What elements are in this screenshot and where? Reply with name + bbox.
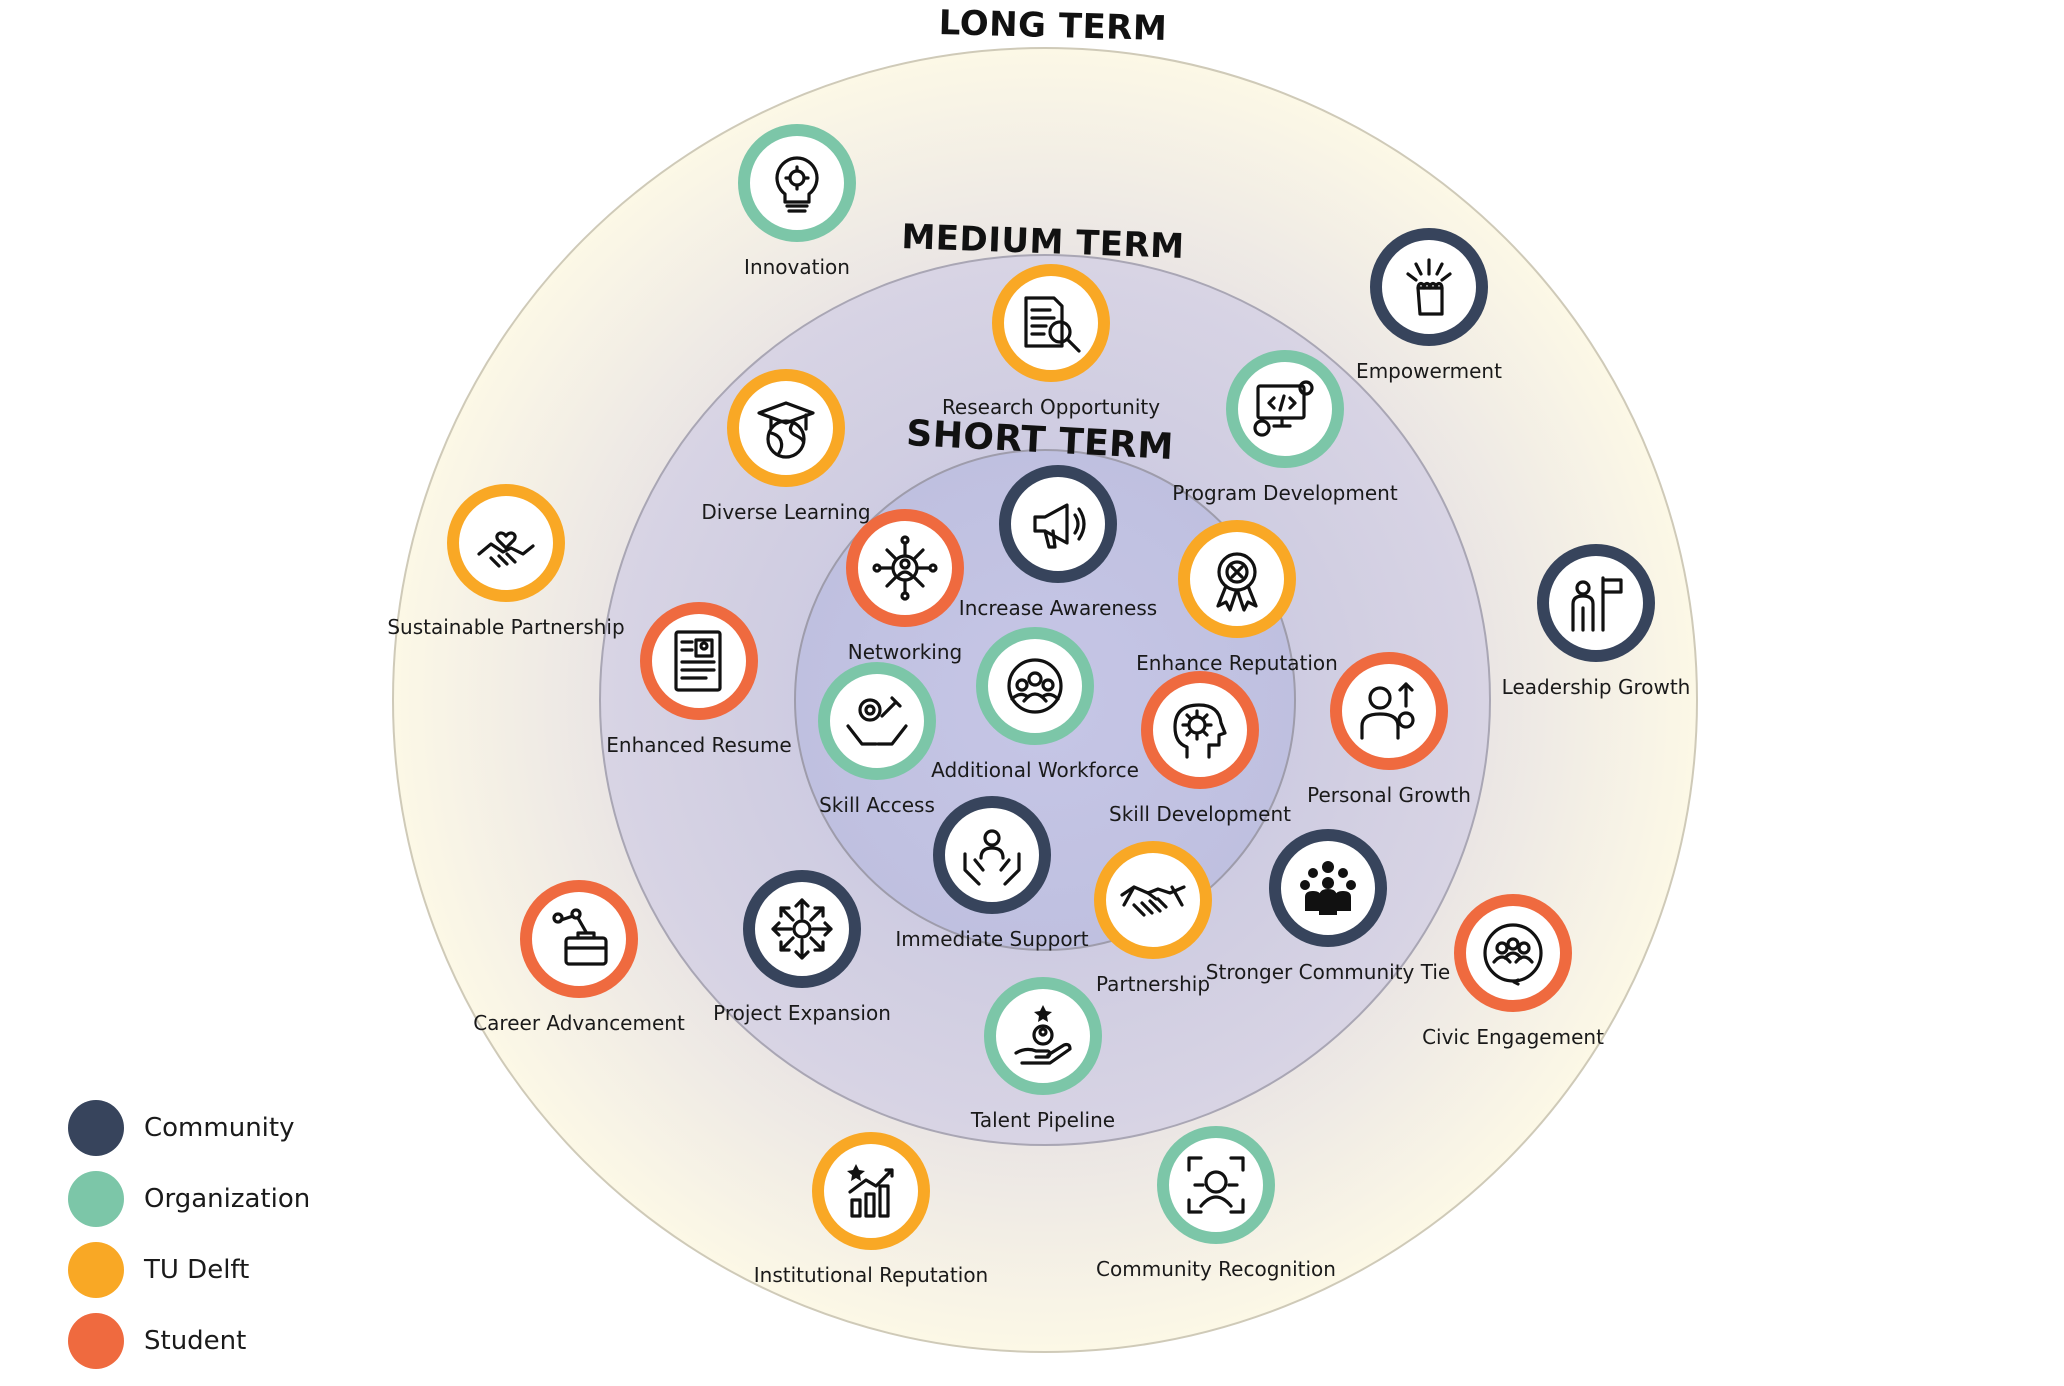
lightbulb-gear-icon (775, 156, 819, 213)
person-gear-icon (1360, 682, 1415, 740)
node-label: Increase Awareness (958, 596, 1158, 620)
node-label: Community Recognition (1096, 1257, 1336, 1281)
legend-label: Organization (144, 1184, 311, 1214)
legend-swatch-community (68, 1100, 124, 1156)
team-gear-icon (1007, 658, 1063, 714)
award-ribbon-icon (1216, 552, 1258, 612)
node-label: Institutional Reputation (753, 1263, 989, 1287)
raised-fist-icon (1406, 258, 1452, 316)
badge-student (1330, 652, 1448, 770)
node-label: Talent Pipeline (970, 1108, 1116, 1132)
badge-organization (1157, 1126, 1275, 1244)
long-term-title: LONG TERM (938, 3, 1168, 49)
megaphone-icon (1033, 503, 1086, 549)
node-label: Networking (847, 640, 963, 664)
badge-organization (976, 627, 1094, 745)
node-label: Empowerment (1356, 359, 1502, 383)
badge-student (520, 880, 638, 998)
document-search-icon (1024, 296, 1081, 353)
badge-community (999, 465, 1117, 583)
badge-organization (738, 124, 856, 242)
badge-tudelft (812, 1132, 930, 1250)
handshake-icon (1120, 885, 1186, 917)
badge-tudelft (1178, 520, 1296, 638)
node-label: Research Opportunity (941, 395, 1161, 419)
node-label: Enhance Reputation (1136, 651, 1338, 675)
badge-tudelft (992, 264, 1110, 382)
badge-student (640, 602, 758, 720)
node-label: Personal Growth (1307, 783, 1471, 807)
node-label: Partnership (1095, 972, 1211, 996)
rising-star-chart-icon (847, 1164, 894, 1218)
node-label: Enhanced Resume (606, 733, 792, 757)
badge-tudelft (1094, 841, 1212, 959)
hands-gear-wrench-icon (846, 696, 908, 746)
badge-tudelft (447, 484, 565, 602)
badge-organization (1226, 350, 1344, 468)
group-circle-icon (1483, 923, 1543, 986)
node-label: Project Expansion (713, 1001, 891, 1025)
badge-community (1269, 829, 1387, 947)
node-label: Skill Access (819, 793, 935, 817)
hands-person-icon (963, 829, 1021, 886)
node-label: Innovation (744, 255, 850, 279)
briefcase-path-icon (552, 908, 608, 966)
network-hub-icon (872, 535, 938, 601)
monitor-code-icon (1253, 380, 1314, 437)
node-label: Program Development (1172, 481, 1398, 505)
badge-community (933, 796, 1051, 914)
legend-label: Community (144, 1113, 295, 1143)
person-flag-icon (1571, 576, 1623, 632)
legend-swatch-organization (68, 1171, 124, 1227)
node-label: Civic Engagement (1422, 1025, 1604, 1049)
expand-arrows-icon (771, 898, 833, 960)
badge-student (1141, 671, 1259, 789)
node-label: Stronger Community Tie (1205, 960, 1451, 984)
legend-swatch-student (68, 1313, 124, 1369)
head-gear-icon (1173, 703, 1227, 759)
legend-label: TU Delft (144, 1255, 250, 1285)
badge-student (846, 509, 964, 627)
node-label: Sustainable Partnership (387, 615, 625, 639)
node-label: Immediate Support (895, 927, 1089, 951)
badge-organization (818, 662, 936, 780)
legend-label: Student (144, 1326, 247, 1356)
crowd-icon (1300, 861, 1356, 915)
node-label: Career Advancement (473, 1011, 685, 1035)
handshake-heart-icon (477, 531, 535, 568)
resume-icon (674, 630, 722, 692)
graduation-globe-icon (757, 401, 815, 459)
legend-swatch-tudelft (68, 1242, 124, 1298)
badge-community (1537, 544, 1655, 662)
badge-organization (984, 977, 1102, 1095)
node-label: Leadership Growth (1501, 675, 1691, 699)
badge-community (1370, 228, 1488, 346)
node-label: Skill Development (1109, 802, 1291, 826)
badge-community (743, 870, 861, 988)
badge-tudelft (727, 369, 845, 487)
node-label: Diverse Learning (701, 500, 871, 524)
face-scan-icon (1187, 1156, 1245, 1214)
node-label: Additional Workforce (931, 758, 1139, 782)
badge-student (1454, 894, 1572, 1012)
hand-person-star-icon (1014, 1005, 1072, 1065)
